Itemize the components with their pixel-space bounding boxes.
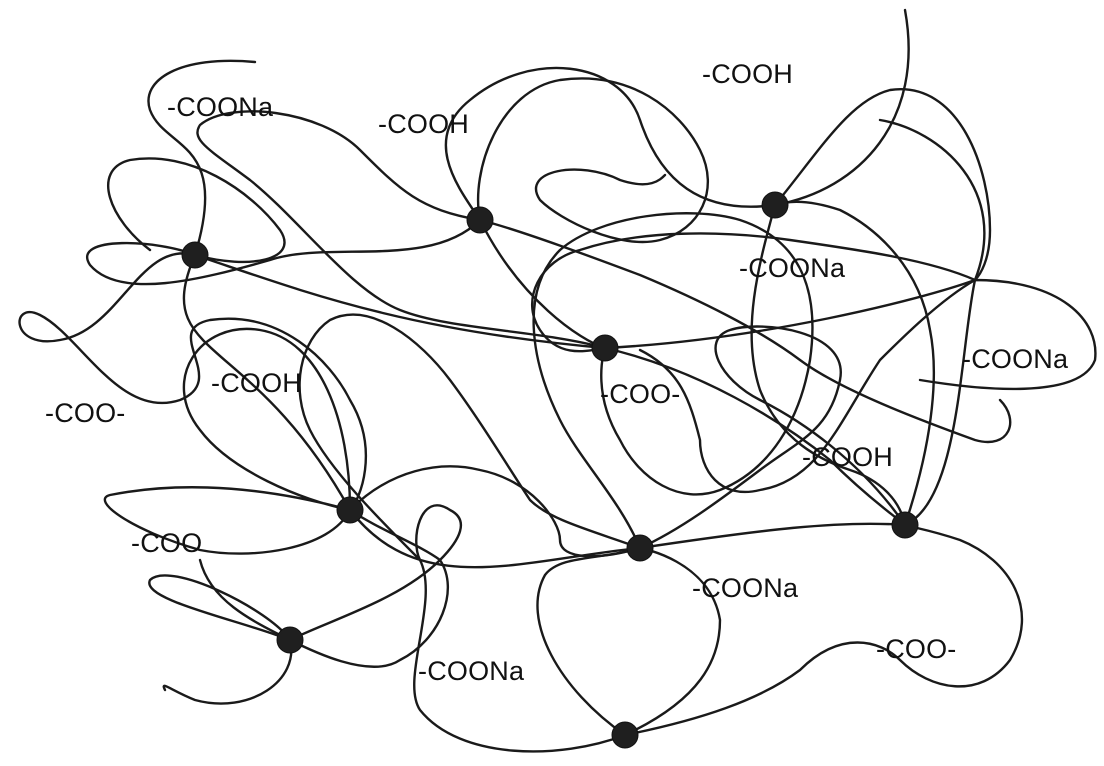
crosslink-node	[892, 512, 918, 538]
group-label-coona: -COONa	[739, 255, 845, 282]
crosslink-node	[337, 497, 363, 523]
group-label-cooh: -COOH	[702, 61, 793, 88]
group-label-coo: -COO	[131, 530, 202, 557]
polymer-chain	[640, 89, 990, 492]
group-label-cooh: -COOH	[802, 444, 893, 471]
group-label-cooh: -COOH	[378, 111, 469, 138]
group-label-coo-minus: -COO-	[45, 400, 125, 427]
crosslink-node	[277, 627, 303, 653]
crosslink-node	[762, 192, 788, 218]
group-label-coona: -COONa	[418, 658, 524, 685]
polymer-chain	[290, 505, 720, 751]
group-label-coona: -COONa	[167, 94, 273, 121]
polymer-chain	[148, 61, 984, 567]
group-label-coo-minus: -COO-	[600, 381, 680, 408]
crosslink-node	[592, 335, 618, 361]
polymer-chain	[478, 78, 708, 242]
group-label-coona: -COONa	[692, 575, 798, 602]
crosslink-node	[627, 535, 653, 561]
polymer-chain	[625, 525, 1022, 735]
group-label-coona: -COONa	[962, 346, 1068, 373]
group-label-cooh: -COOH	[211, 370, 302, 397]
crosslink-node	[467, 207, 493, 233]
crosslink-node	[182, 242, 208, 268]
crosslink-node	[612, 722, 638, 748]
group-label-coo-minus: -COO-	[876, 636, 956, 663]
polymer-chain	[752, 202, 934, 525]
